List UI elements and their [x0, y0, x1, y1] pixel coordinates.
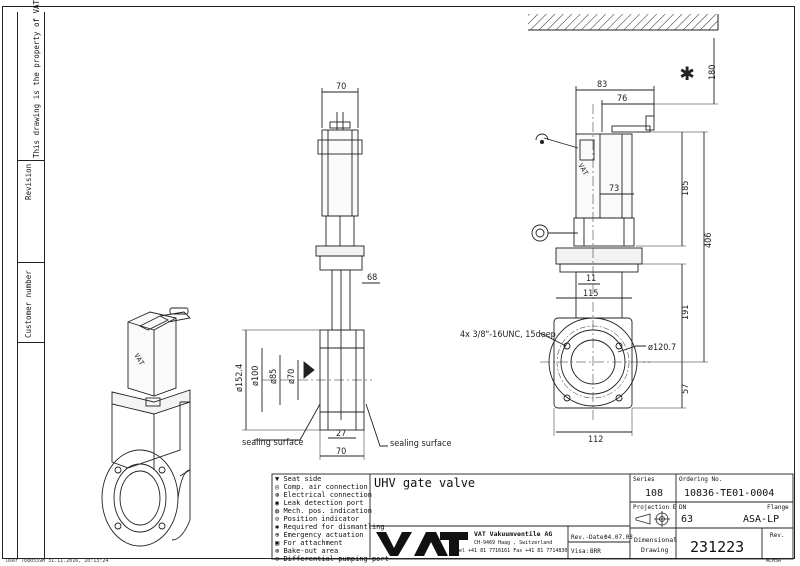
legend-item: ⊕ Emergency actuation: [275, 531, 364, 539]
dim-flange-od: ø152.4: [235, 364, 245, 392]
front-view: [242, 88, 388, 460]
title-block-frame: [271, 473, 794, 560]
legend-item: ◎ Comp. air connection: [275, 483, 368, 491]
dim-185: 185: [681, 181, 691, 196]
strip-divider: [17, 342, 45, 343]
dim-112: 112: [588, 435, 603, 445]
flange-label: Flange: [767, 504, 789, 511]
dim-pcd: ø120.7: [648, 343, 676, 353]
callout-thread: 4x 3/8"-16UNC, 15deep: [460, 330, 556, 340]
legend-item: ▼ Seat side: [275, 475, 322, 483]
rev-date-label: Rev.-Date:: [571, 534, 608, 541]
dim-115: 115: [583, 289, 598, 299]
dn-label: DN: [679, 504, 687, 511]
legend-item: ◍ Mech. pos. indication: [275, 507, 372, 515]
strip-divider: [17, 262, 45, 263]
visa-label: Visa:: [571, 548, 590, 555]
legend-item: ▣ For attachment: [275, 539, 343, 547]
callout-sealing-left: sealing surface: [242, 438, 303, 448]
legend-item: ⊛ Electrical connection: [275, 491, 372, 499]
drawing-number: 231223: [690, 538, 745, 556]
position-indication-icon: ◍: [275, 507, 280, 515]
footer-stamp: user 7080559M 31.11.2016, 10:13:24: [6, 558, 109, 564]
pumping-port-icon: ⊘: [275, 555, 280, 563]
dim-180: 180: [708, 65, 718, 80]
dim-bore: ø100: [251, 366, 261, 386]
dim-406: 406: [704, 233, 714, 248]
left-strip: [17, 12, 45, 559]
series-value: 108: [645, 488, 664, 499]
rev-date-value: 04.07.03: [604, 534, 633, 541]
dismantling-icon: ✱: [680, 58, 694, 86]
attachment-icon: ▣: [275, 539, 280, 547]
legend-item: ◉ Leak detection port: [275, 499, 364, 507]
dim-top-width: 70: [336, 82, 346, 92]
ordering-number: 10836-TE01-0004: [684, 488, 775, 499]
drawing-sheet-border: [2, 6, 795, 559]
company-address: CH-9469 Haag , Switzerland: [474, 540, 553, 546]
dim-inner-2: ø70: [287, 369, 297, 384]
legend-item: ⊘ Differential pumping port: [275, 555, 389, 563]
callout-sealing-right: sealing surface: [390, 439, 451, 449]
dim-body-offset: 68: [367, 273, 377, 283]
hatched-area: [528, 14, 718, 30]
dim-83: 83: [597, 80, 607, 90]
strip-divider: [17, 160, 45, 161]
leak-detection-icon: ◉: [275, 499, 280, 507]
dim-seal-depth: 27: [336, 429, 346, 439]
flange-value: ASA-LP: [743, 514, 780, 525]
company-name: VAT Vakuumventile AG: [474, 530, 553, 538]
ordering-label: Ordering No.: [679, 476, 723, 483]
legend-item: ⊙ Position indicator: [275, 515, 360, 523]
dimensional-label: Dimensional: [634, 536, 678, 544]
dim-191: 191: [681, 305, 691, 320]
rev-label: Rev.: [770, 532, 785, 539]
dismantling-icon: ✱: [275, 523, 280, 531]
drawing-label: Drawing: [641, 546, 669, 554]
isometric-valve-view: VAT: [101, 307, 191, 547]
dim-73: 73: [609, 184, 619, 194]
dim-11: 11: [586, 274, 596, 284]
projection-label: Projection E: [633, 504, 677, 511]
company-contact: Tel +41 81 7716161 Fax +41 81 7714830: [456, 548, 568, 554]
electrical-connection-icon: ⊛: [275, 491, 280, 499]
legend: ▼ Seat side ◎ Comp. air connection ⊛ Ele…: [275, 475, 389, 563]
position-indicator-icon: ⊙: [275, 515, 280, 523]
drawing-title: UHV gate valve: [374, 476, 476, 490]
bakeout-icon: ⊗: [275, 547, 280, 555]
legend-item: ✱ Required for dismantling: [275, 523, 385, 531]
series-label: Series: [633, 476, 655, 483]
footer-code: WCMSA: [766, 558, 782, 564]
dim-bottom-width: 70: [336, 447, 346, 457]
dim-76: 76: [617, 94, 627, 104]
side-view: VAT: [531, 38, 718, 436]
compressed-air-icon: ◎: [275, 483, 280, 491]
dim-inner-1: ø85: [269, 369, 279, 384]
legend-item: ⊗ Bake-out area: [275, 547, 339, 555]
visa-value: BRR: [590, 548, 601, 555]
dim-57: 57: [681, 384, 691, 394]
emergency-actuation-icon: ⊕: [275, 531, 280, 539]
seat-side-icon: ▼: [275, 475, 280, 483]
dn-value: 63: [681, 514, 694, 525]
